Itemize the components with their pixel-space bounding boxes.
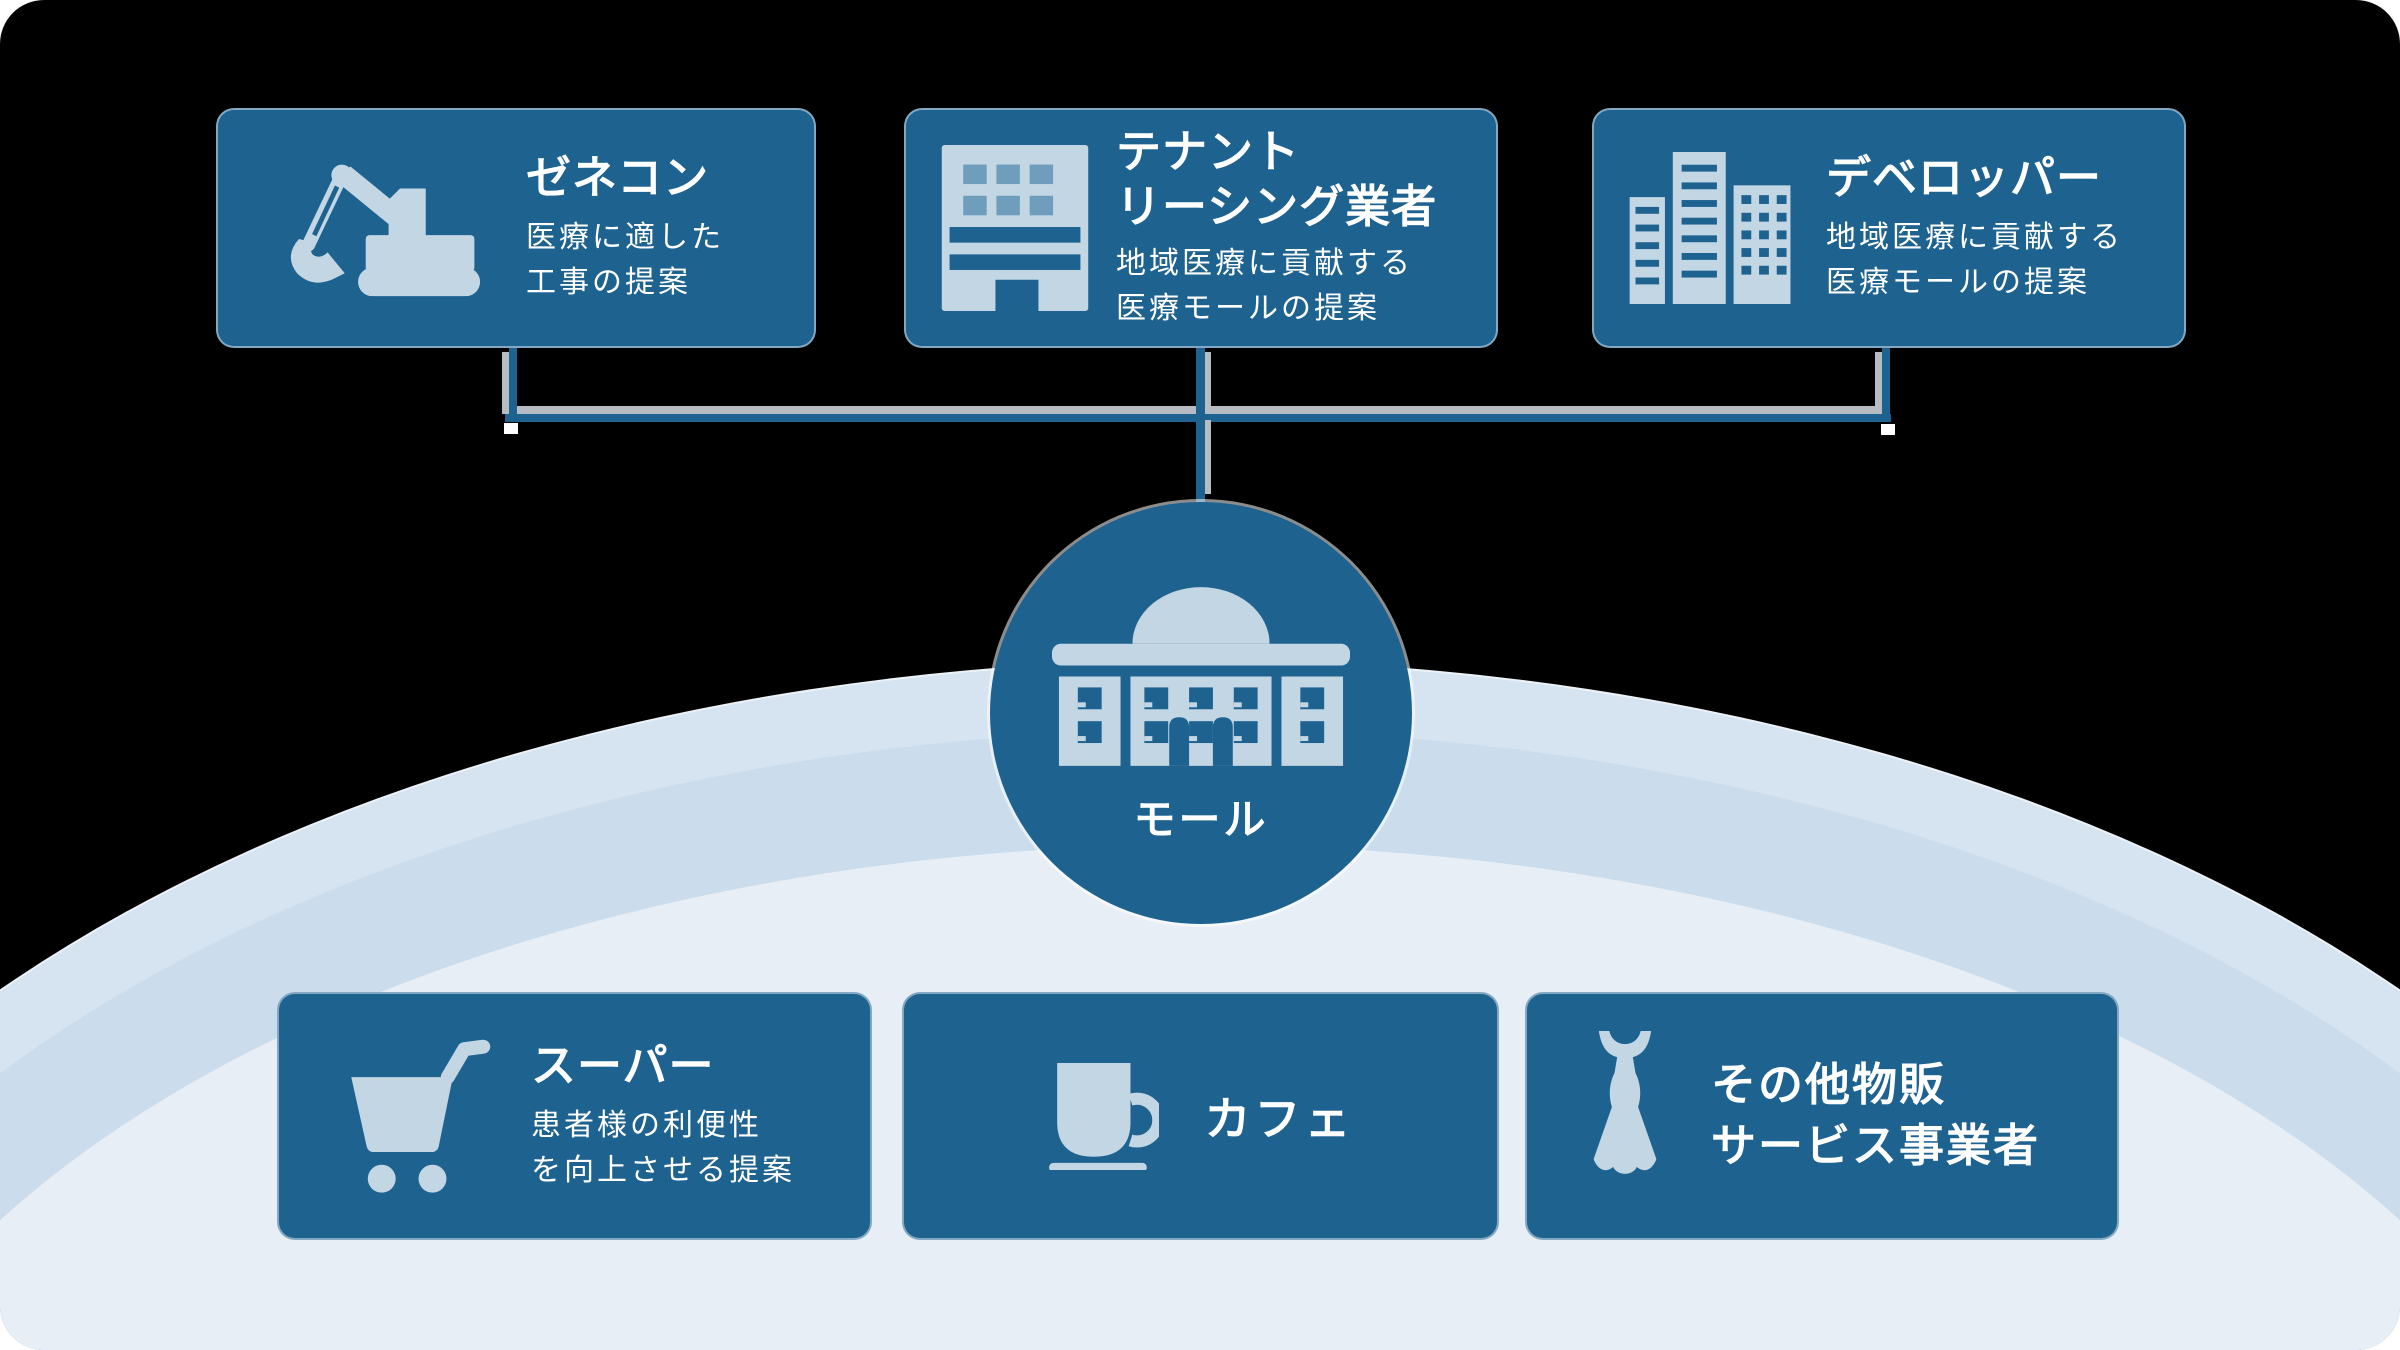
- card-title: スーパー: [531, 1038, 715, 1092]
- card-developer: デベロッパー 地域医療に貢献する 医療モールの提案: [1592, 108, 2186, 348]
- connector-stub-middle: [1196, 348, 1205, 414]
- coffee-cup-icon: [1047, 1062, 1159, 1170]
- card-subtitle: 地域医療に貢献する 医療モールの提案: [1826, 220, 2123, 301]
- connector-stub-middle-gray: [1205, 352, 1211, 414]
- card-subtitle: 患者様の利便性 を向上させる提案: [531, 1108, 795, 1189]
- connector-stub-left: [509, 348, 517, 414]
- junction-artifact-left: [504, 423, 518, 434]
- card-title: ゼネコン: [526, 150, 710, 204]
- connector-stem: [1196, 414, 1205, 506]
- card-subtitle: 地域医療に貢献する 医療モールの提案: [1116, 245, 1413, 326]
- dress-icon: [1583, 1031, 1667, 1201]
- card-title: デベロッパー: [1826, 150, 2103, 204]
- card-other-retail: その他物販 サービス事業者: [1525, 992, 2119, 1240]
- card-title: その他物販 サービス事業者: [1711, 1058, 2041, 1172]
- card-subtitle: 医療に適した 工事の提案: [526, 220, 724, 301]
- connector-stem-gray: [1205, 420, 1211, 494]
- junction-artifact-right: [1881, 424, 1895, 435]
- connector-stub-right-gray: [1875, 352, 1882, 414]
- card-title: テナント リーシング業者: [1116, 125, 1438, 233]
- card-cafe: カフェ: [902, 992, 1499, 1240]
- mall-label: モール: [1133, 795, 1269, 844]
- connector-stub-right: [1882, 348, 1890, 414]
- card-supermarket: スーパー 患者様の利便性 を向上させる提案: [277, 992, 872, 1240]
- card-title: カフェ: [1204, 1092, 1355, 1146]
- mall-circle: モール: [990, 502, 1412, 924]
- city-buildings-icon: [1628, 152, 1798, 304]
- shopping-cart-icon: [341, 1034, 491, 1199]
- mall-building-icon: [1052, 582, 1350, 770]
- card-tenant-leasing: テナント リーシング業者 地域医療に貢献する 医療モールの提案: [904, 108, 1498, 348]
- card-general-contractor: ゼネコン 医療に適した 工事の提案: [216, 108, 816, 348]
- office-building-icon: [940, 145, 1090, 311]
- connector-stub-left-gray: [502, 352, 509, 414]
- excavator-icon: [270, 157, 490, 300]
